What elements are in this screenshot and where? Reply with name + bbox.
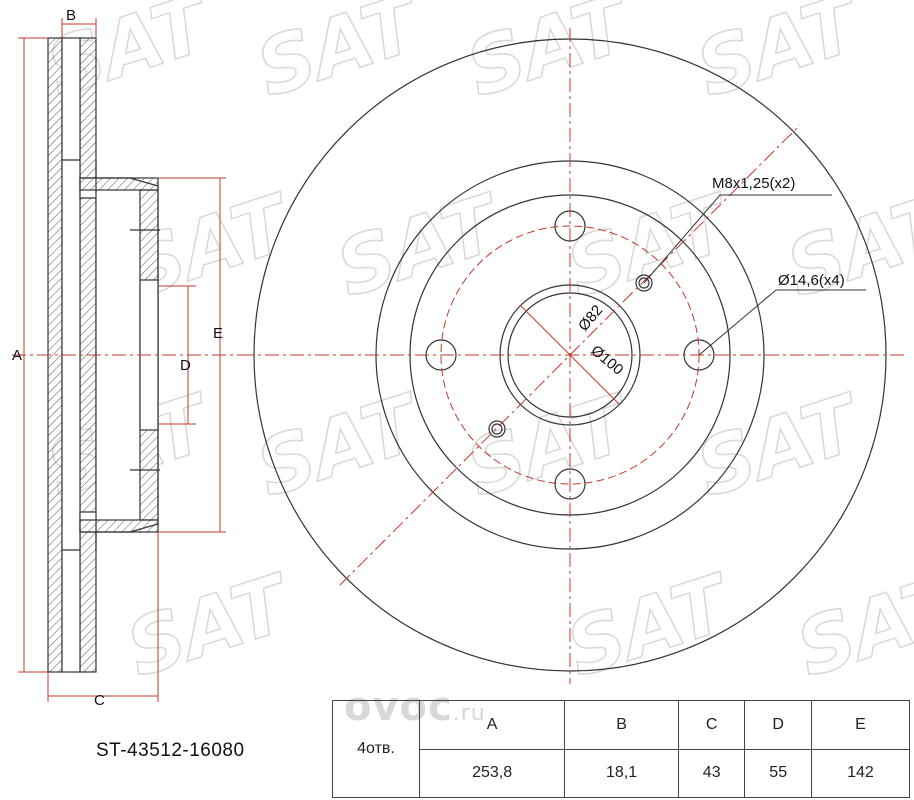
sat-watermark-logo: SAT [687,378,875,516]
spec-value-a: 253,8 [418,748,566,798]
spec-header-b: B [564,700,679,750]
spec-table: 4отв. A B C D E 253,8 18,1 43 55 142 [332,700,911,798]
sat-watermark-logo: SAT [117,558,305,696]
sat-watermark-logo: SAT [687,0,875,115]
front-centerlines [240,28,905,684]
spec-header-d: D [744,700,812,750]
spec-header-a: A [418,700,566,750]
callout-bolt-hole: Ø14,6(x4) [778,272,845,289]
spec-header-row: 4отв. A B C D E [332,700,911,798]
dim-label-b: B [66,7,76,24]
spec-value-b: 18,1 [564,748,679,798]
spec-value-c: 43 [677,748,746,798]
section-dimensions [18,18,226,702]
sat-watermark-logo: SAT [777,178,914,316]
spec-value-d: 55 [744,748,812,798]
sat-watermark-logo: SAT [457,378,645,516]
sat-watermark-logo: SAT [457,0,645,115]
spec-header-c: C [677,700,746,750]
part-number: ST-43512-16080 [96,740,245,761]
callout-thread: M8x1,25(x2) [712,175,795,192]
callout-leaders [519,194,866,406]
spec-header-e: E [810,700,911,750]
dim-label-e: E [213,325,223,342]
sat-watermark-logo: SAT [787,558,914,696]
dim-label-c: C [94,692,105,709]
sat-watermark-logo: SAT [327,178,515,316]
sat-watermark-logo: SAT [247,378,435,516]
sat-watermark-logo: SAT [557,558,745,696]
spec-value-e: 142 [810,748,911,798]
callout-pcd: Ø100 [587,342,626,379]
bolt-hole-bottom [554,468,586,500]
dim-label-a: A [12,347,22,364]
holes-cell: 4отв. [332,700,420,798]
spec-value-row: 253,8 18,1 43 55 142 [333,748,911,798]
dim-label-d: D [180,357,191,374]
sat-watermark-logo: SAT [247,0,435,115]
